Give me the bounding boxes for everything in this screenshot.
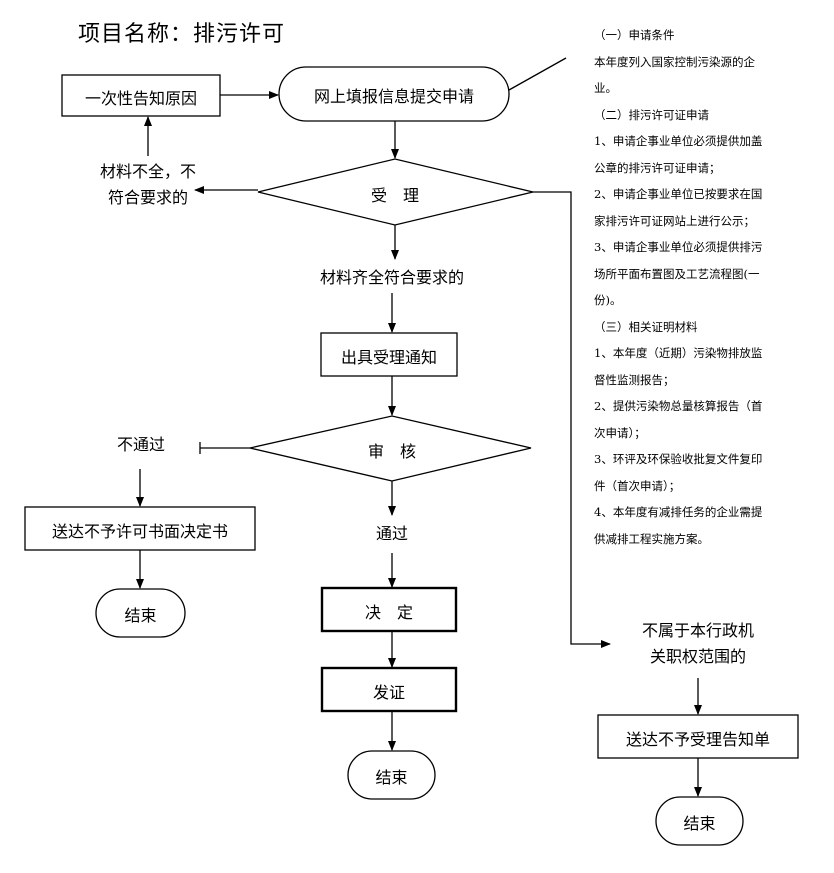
- note-line: 3、申请企事业单位必须提供排污: [594, 240, 763, 254]
- note-line: 件（首次申请）；: [594, 478, 681, 493]
- decide-node-shape: [320, 586, 458, 633]
- incomplete-label-line-2: 符合要求的: [107, 188, 188, 207]
- review-diamond: [249, 415, 532, 482]
- receipt-node-label: 出具受理通知: [340, 348, 437, 367]
- accept-node-label: 受 理: [370, 186, 419, 205]
- note-line: （一）申请条件: [594, 28, 675, 42]
- review-node-label: 审 核: [367, 442, 416, 461]
- end-left-node-label: 结束: [124, 606, 157, 625]
- end-mid-node-label: 结束: [375, 768, 408, 787]
- end-right-node-label: 结束: [683, 814, 716, 833]
- issue-node-shape: [320, 666, 458, 713]
- outside-label-line-2: 关职权范围的: [649, 647, 746, 666]
- note-line: 1、申请企事业单位必须提供加盖: [594, 134, 763, 148]
- note-line: 1、本年度（近期）污染物排放监: [594, 346, 763, 360]
- note-line: 本年度列入国家控制污染源的企: [594, 54, 755, 69]
- decide-node-label: 决 定: [364, 603, 413, 622]
- outside-label: 不属于本行政机 关职权范围的: [618, 618, 778, 670]
- note-line: 场所平面布置图及工艺流程图(一: [594, 266, 760, 281]
- note-line: 2、提供污染物总量核算报告（首: [594, 399, 763, 413]
- requirements-notes: （一）申请条件 本年度列入国家控制污染源的企 业。 （二）排污许可证申请 1、申…: [594, 22, 794, 552]
- callout-line: [508, 57, 567, 91]
- end-right-node-shape: [655, 796, 744, 846]
- submit-node-shape: [278, 66, 510, 122]
- complete-label: 材料齐全符合要求的: [319, 268, 464, 287]
- note-line: 3、环评及环保验收批复文件复印: [594, 452, 763, 466]
- end-mid-node-shape: [347, 750, 436, 800]
- note-line: 业。: [594, 81, 617, 95]
- pass-label: 通过: [375, 524, 408, 543]
- issue-node-label: 发证: [372, 683, 405, 702]
- deny-doc-node-label: 送达不予许可书面决定书: [51, 522, 228, 541]
- fail-label: 不通过: [116, 435, 165, 454]
- end-left-node-shape: [95, 588, 186, 638]
- submit-node-label: 网上填报信息提交申请: [313, 87, 474, 106]
- reject-doc-node-label: 送达不予受理告知单: [625, 730, 770, 749]
- note-line: （二）排污许可证申请: [594, 107, 709, 122]
- outside-label-line-1: 不属于本行政机: [641, 621, 754, 640]
- incomplete-label-line-1: 材料不全，不: [99, 162, 196, 181]
- note-line: 家排污许可证网站上进行公示；: [594, 213, 755, 228]
- note-line: 次申请）；: [594, 425, 646, 440]
- note-line: 公章的排污许可证申请；: [594, 160, 721, 175]
- note-line: 2、申请企事业单位已按要求在国: [594, 187, 763, 201]
- note-line: 督性监测报告；: [594, 372, 675, 387]
- page-title: 项目名称：排污许可: [78, 22, 286, 47]
- note-line: 供减排工程实施方案。: [594, 531, 709, 546]
- incomplete-label: 材料不全，不 符合要求的: [78, 159, 218, 211]
- arrow-accept-to-outside: [533, 191, 611, 648]
- note-line: 份)。: [594, 293, 622, 307]
- notify-reason-node-label: 一次性告知原因: [84, 89, 197, 108]
- note-line: （三）相关证明材料: [594, 319, 698, 334]
- receipt-node-shape: [320, 332, 458, 377]
- note-line: 4、本年度有减排任务的企业需提: [594, 505, 763, 519]
